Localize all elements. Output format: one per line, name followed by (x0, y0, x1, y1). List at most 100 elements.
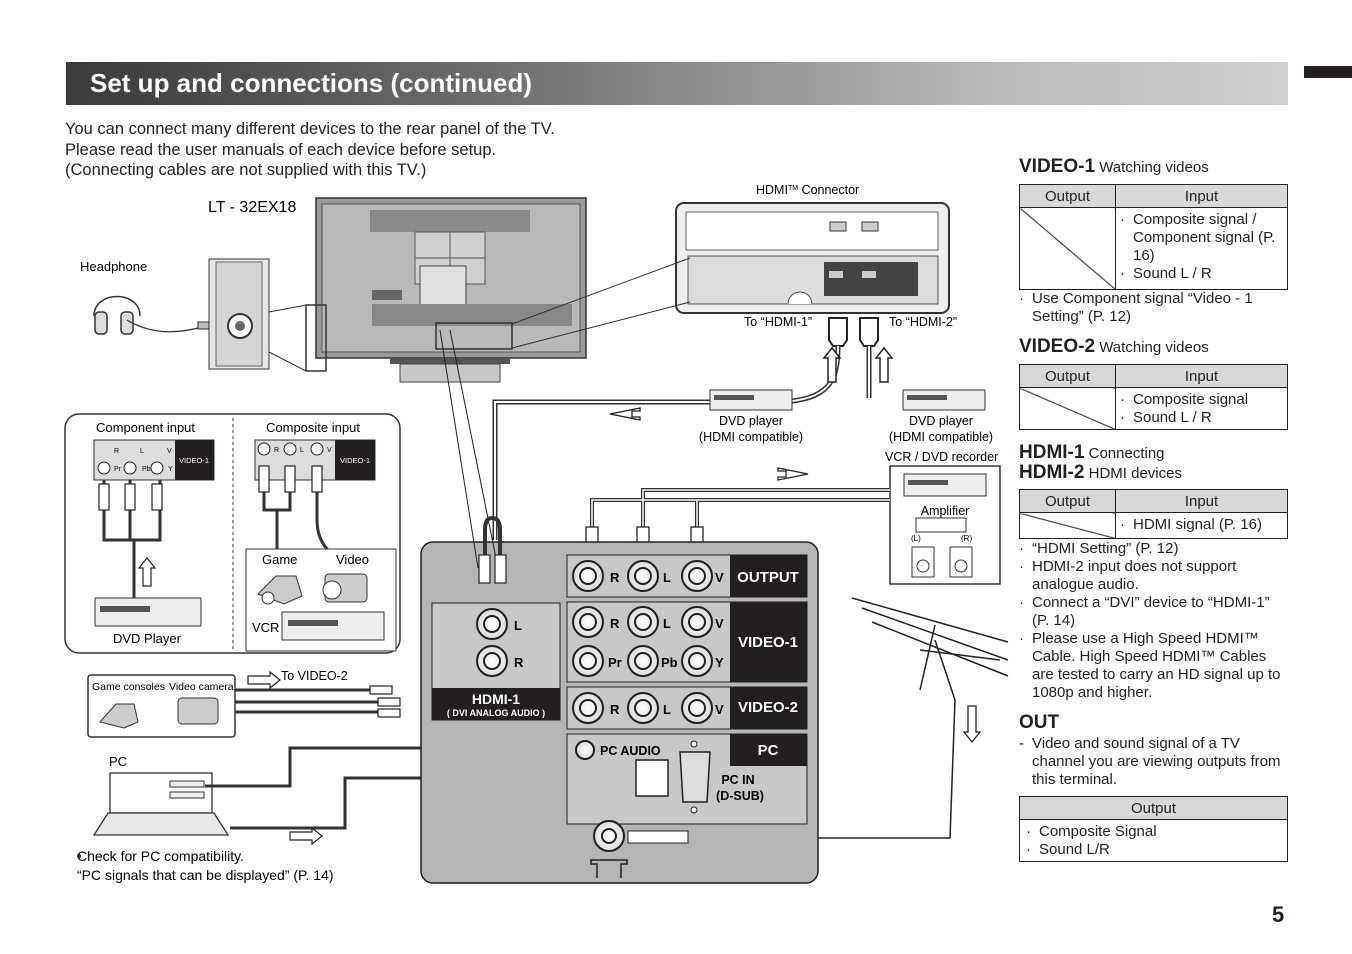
pc-label: PC (109, 754, 127, 769)
page-title: Set up and connections (continued) (90, 68, 532, 98)
dvd-hdmi2-sub: (HDMI compatible) (889, 430, 993, 444)
out-output-item: ·Sound L/R (1026, 841, 1110, 858)
pc-terminal-label: PC (758, 742, 779, 759)
dvd-player-hdmi-1 (709, 389, 793, 411)
output-terminal: OUTPUT R L V (566, 554, 808, 598)
pc-note-line2: “PC signals that can be displayed” (P. 1… (77, 867, 334, 883)
section-tab-marker (1304, 66, 1352, 78)
hdmi1-title: HDMI-1 (1019, 442, 1085, 463)
comp-jack-v: V (167, 448, 172, 455)
comp-jack-l: L (140, 448, 144, 455)
comp-jack-r: R (114, 448, 119, 455)
hdmi1-terminal-label: HDMI-1 (472, 691, 520, 707)
video1-title: VIDEO-1 (1019, 156, 1096, 177)
intro-line: Please read the user manuals of each dev… (65, 140, 497, 159)
video2-input-header: Input (1115, 364, 1288, 388)
compo-jack-l: L (300, 447, 304, 454)
v1-y: Y (715, 655, 724, 670)
video2-terminal-label: VIDEO-2 (738, 699, 798, 716)
video-camera-label: Video camera (169, 681, 234, 693)
compo-jack-r: R (274, 447, 279, 454)
hdmi-output-header: Output (1019, 489, 1116, 513)
page-number: 5 (1272, 902, 1285, 927)
hdmi-heading: HDMI-1 Connecting HDMI-2 HDMI devices (1019, 443, 1182, 483)
video1-notes: ·Use Component signal “Video - 1 Setting… (1019, 290, 1253, 325)
headphone-icon (93, 295, 141, 335)
hdmi-note: ·HDMI-2 input does not support analogue … (1019, 558, 1237, 593)
to-video2-label: To VIDEO-2 (281, 669, 348, 683)
pc-in-label: PC IN (721, 773, 754, 787)
video2-terminal: VIDEO-2 R L V (566, 686, 808, 730)
v2-r: R (610, 702, 620, 717)
out-output-header: Output (1019, 796, 1288, 820)
headphone-label: Headphone (80, 259, 147, 274)
connection-diagram: LT - 32EX18 Headphone HDMITM Connector T… (64, 183, 1009, 884)
dvd-hdmi2-label: DVD player (909, 414, 973, 428)
antenna-icon (690, 597, 1009, 839)
hdmi-note: ·Connect a “DVI” device to “HDMI-1” (P. … (1019, 594, 1270, 629)
output-terminal-label: OUTPUT (737, 569, 799, 586)
video1-output-empty (1019, 207, 1116, 290)
hdmi-input-item: ·HDMI signal (P. 16) (1120, 516, 1262, 533)
component-input-label: Component input (96, 420, 195, 435)
composite-video1-tag: VIDEO-1 (340, 456, 370, 465)
out-title: OUT (1019, 712, 1060, 733)
video2-subtitle: Watching videos (1099, 339, 1209, 356)
vcr-icon (281, 611, 385, 641)
component-video1-tag: VIDEO-1 (179, 456, 209, 465)
dvd-player-hdmi-2 (902, 389, 986, 411)
hdmi-input-header: Input (1115, 489, 1288, 513)
intro-line: (Connecting cables are not supplied with… (65, 161, 427, 179)
out-description: -Video and sound signal of a TV channel … (1019, 735, 1281, 788)
video1-note: Use Component signal “Video - 1 Setting”… (1032, 290, 1253, 325)
game-label: Game (262, 552, 297, 567)
v1-v: V (715, 616, 724, 631)
video2-output-empty (1019, 387, 1116, 430)
video-label: Video (336, 552, 369, 567)
composite-input-label: Composite input (266, 420, 360, 435)
out-r: R (610, 570, 620, 585)
dvd-player-icon (94, 597, 202, 627)
vcr-dvd-recorder-label: VCR / DVD recorder (885, 450, 998, 464)
vcr-label: VCR (252, 620, 279, 635)
game-consoles-label: Game consoles (92, 681, 165, 693)
hdmi-note: ·Please use a High Speed HDMI™ Cable. Hi… (1019, 630, 1281, 701)
video1-input-header: Input (1115, 184, 1288, 208)
compo-jack-v: V (327, 447, 332, 454)
to-hdmi2-label: To “HDMI-2” (889, 315, 957, 329)
header-bar (66, 62, 1288, 105)
to-hdmi1-label: To “HDMI-1” (744, 315, 812, 329)
antenna-terminal (593, 820, 625, 852)
out-l: L (663, 570, 671, 585)
hdmi-connector-label: HDMITM Connector (756, 183, 859, 197)
hdmi-callout-panel (675, 202, 950, 314)
game-console-icon (257, 575, 303, 605)
hdmi-output-empty (1019, 512, 1116, 539)
v2-v: V (715, 702, 724, 717)
v1-r: R (610, 616, 620, 631)
h1-r: R (514, 655, 524, 670)
hdmi-note: ·“HDMI Setting” (P. 12) (1019, 540, 1179, 557)
amp-right-label: (R) (961, 534, 972, 543)
video1-output-header: Output (1019, 184, 1116, 208)
pc-terminal: PC PC AUDIO PC IN (D-SUB) (566, 733, 808, 825)
comp-jack-y: Y (168, 466, 173, 473)
comp-jack-pb: Pb (142, 466, 151, 473)
out-v: V (715, 570, 724, 585)
v2-l: L (663, 702, 671, 717)
amplifier-label: Amplifier (921, 504, 970, 518)
hdmi1-analog-terminal: HDMI-1 ( DVI ANALOG AUDIO ) LR (431, 602, 561, 721)
comp-jack-pr: Pr (114, 466, 122, 473)
v1-pb: Pb (661, 655, 678, 670)
video2-heading: VIDEO-2 Watching videos (1019, 336, 1209, 358)
dvd-hdmi1-sub: (HDMI compatible) (699, 430, 803, 444)
video-camera-icon (322, 573, 368, 603)
composite-jack-panel: VIDEO-1 R L V (254, 439, 376, 481)
hdmi-notes: ·“HDMI Setting” (P. 12) ·HDMI-2 input do… (1019, 540, 1288, 702)
dsub-label: (D-SUB) (716, 789, 764, 803)
dvd-hdmi1-label: DVD player (719, 414, 783, 428)
video1-input-item: ·Sound L / R (1120, 265, 1212, 282)
